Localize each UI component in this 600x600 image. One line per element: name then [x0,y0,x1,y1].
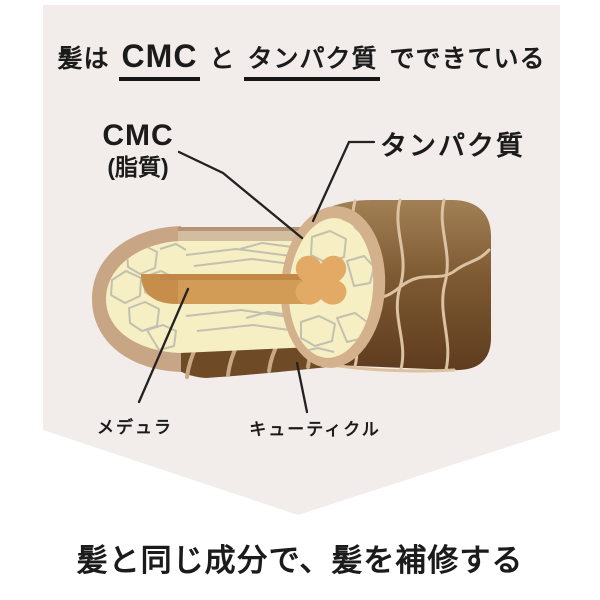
protein-leader-line [311,140,376,223]
cuticle-callout-label: キューティクル [249,420,381,439]
cuticle-leader-line [295,361,309,414]
cmc-callout: CMC (脂質) [82,120,194,179]
title-connector: と [209,45,236,73]
cmc-leader-line [177,150,304,240]
medulla-cross-section [295,255,347,305]
cut-edge-strip [178,227,312,241]
protein-callout-label: タンパク質 [380,131,525,161]
cmc-callout-label: CMC [102,119,174,152]
page-title: 髪は CMC と タンパク質 でできている [43,38,560,81]
cmc-callout-sublabel: (脂質) [107,153,169,180]
title-protein-term: タンパク質 [244,39,381,81]
medulla-callout-label: メデュラ [97,418,173,437]
footer-caption: 髪と同じ成分で、髪を補修する [76,543,524,578]
title-cmc-term: CMC [118,38,201,81]
medulla-leader-line [137,287,190,404]
title-suffix: でできている [389,45,546,73]
title-prefix: 髪は [57,45,110,73]
